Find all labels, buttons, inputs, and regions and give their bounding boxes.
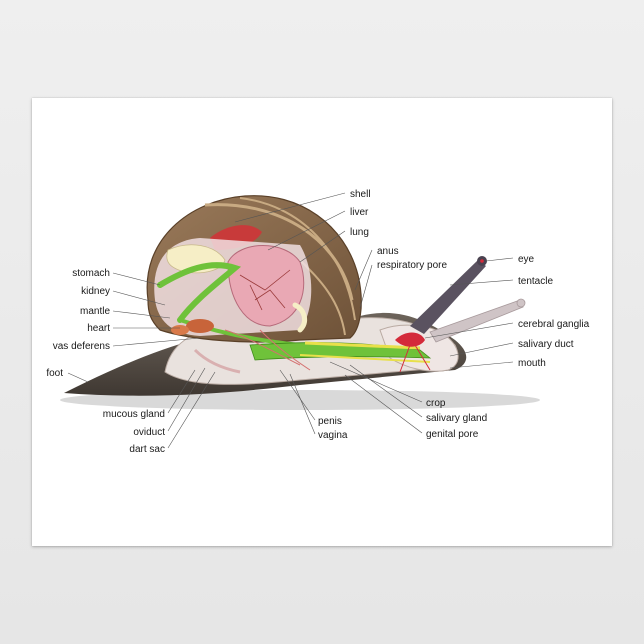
leader-lines [67,192,514,449]
lower-tentacle-tip [516,298,526,308]
label-genital-pore: genital pore [426,429,479,440]
ground-shadow [60,390,540,410]
label-salivary-gland: salivary gland [426,413,487,424]
cream-tube [292,302,308,333]
reproductive-ducts [224,329,311,371]
salivary-gland-organ [304,341,421,350]
dart-sac-organ [193,348,241,374]
label-vagina: vagina [318,430,348,441]
label-oviduct: oviduct [133,427,165,438]
eye-dot [480,259,484,263]
label-liver: liver [350,207,369,218]
label-crop: crop [426,398,446,409]
shell-band [204,203,354,301]
nerves [399,344,431,373]
cerebral-ganglia-organ [395,332,425,347]
liver-vessels [239,269,291,311]
shell-band [239,197,356,321]
label-vas-deferens: vas deferens [53,341,110,352]
label-lung: lung [350,227,369,238]
heart-atrium [171,325,189,335]
label-mouth: mouth [518,358,546,369]
label-penis: penis [318,416,342,427]
label-cerebral-ganglia: cerebral ganglia [518,319,590,330]
lower-tentacle [429,299,524,343]
salivary-duct-organ [299,354,431,363]
liver-organ [227,245,305,327]
label-kidney: kidney [81,286,110,297]
label-anus: anus [377,246,399,257]
label-heart: heart [87,323,110,334]
label-tentacle: tentacle [518,276,553,287]
label-stomach: stomach [72,268,110,279]
upper-tentacle [410,260,486,334]
label-mantle: mantle [80,306,110,317]
label-shell: shell [350,189,371,200]
label-salivary-duct: salivary duct [518,339,574,350]
label-foot: foot [46,368,63,379]
stomach-organ [157,262,242,323]
label-mucous-gland: mucous gland [103,409,165,420]
label-eye: eye [518,254,535,265]
label-dart-sac: dart sac [129,444,165,455]
label-respiratory-pore: respiratory pore [377,260,447,271]
heart-organ [186,319,214,333]
